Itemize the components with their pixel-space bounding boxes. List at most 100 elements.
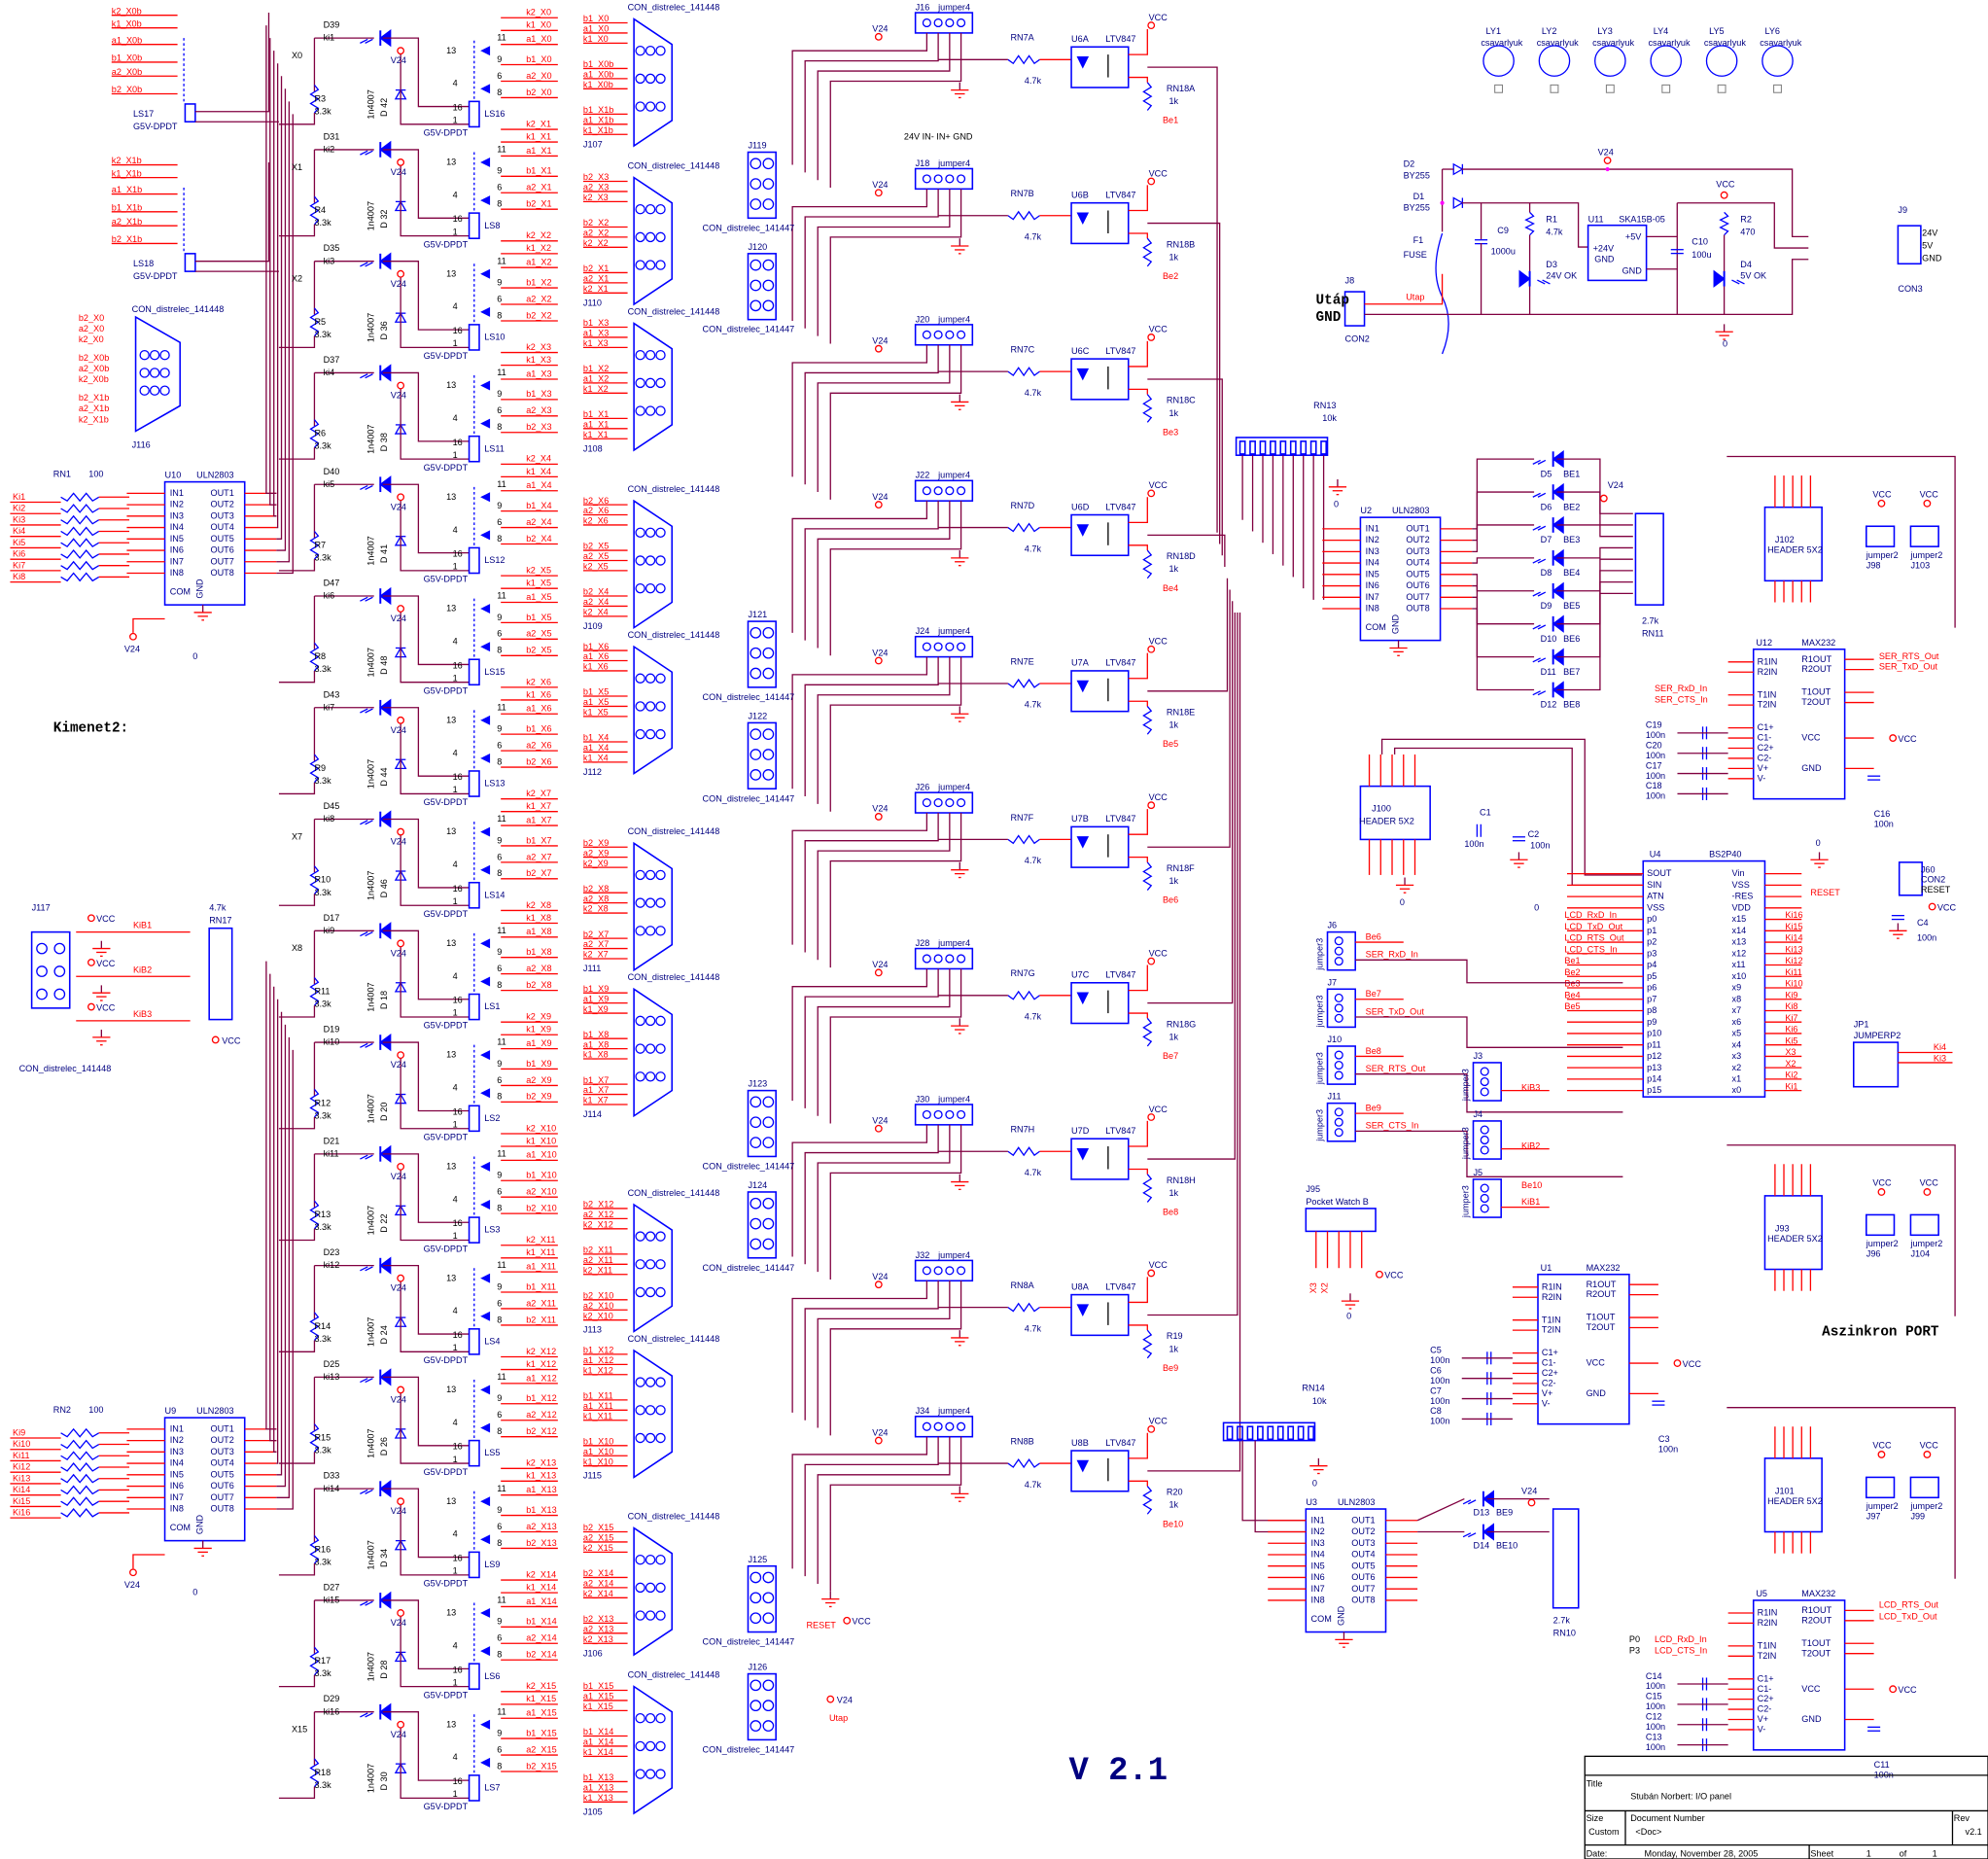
net-label: k1_X0 bbox=[583, 34, 609, 44]
resistor-icon bbox=[1007, 990, 1040, 1000]
uln2803-chip bbox=[163, 1417, 246, 1542]
wire bbox=[817, 344, 951, 493]
header-refdes: J102 bbox=[1775, 535, 1795, 544]
connector-pin bbox=[635, 405, 645, 416]
relay-type: G5V-DPDT bbox=[424, 685, 469, 695]
connector-pin bbox=[645, 349, 656, 361]
pin-number: 8 bbox=[497, 1761, 502, 1771]
led-refdes: D5 bbox=[1541, 469, 1552, 478]
connector-pin bbox=[750, 1571, 762, 1584]
pin-number: 9 bbox=[497, 1059, 502, 1069]
v24-label: V24 bbox=[391, 1394, 406, 1404]
document-number-caption: Document Number bbox=[1630, 1813, 1704, 1823]
relay-coil bbox=[468, 1439, 480, 1467]
net-label: Ki10 bbox=[13, 1439, 30, 1449]
connector-pin bbox=[655, 45, 666, 56]
net-label: k2_X8 bbox=[583, 904, 609, 914]
diode-value: ki15 bbox=[324, 1596, 340, 1605]
connector-pin bbox=[655, 1610, 666, 1621]
diode-part: 1n4007 bbox=[366, 1206, 376, 1235]
wire bbox=[817, 32, 951, 181]
resistor-network-body bbox=[1222, 1421, 1316, 1442]
jumper2-box bbox=[1866, 525, 1896, 547]
connector-pin bbox=[635, 1610, 645, 1621]
jumper-pin bbox=[1334, 1003, 1343, 1013]
net-label: k1_X13 bbox=[526, 1471, 556, 1481]
connector-pin-label: 5V bbox=[1922, 241, 1934, 251]
vcc-label: VCC bbox=[1149, 13, 1168, 22]
connector-type: CON_distrelec_141447 bbox=[703, 1637, 795, 1647]
net-label: b1_X6 bbox=[526, 724, 551, 734]
jumper-refdes: J20 bbox=[916, 314, 930, 324]
relay-refdes: LS16 bbox=[484, 109, 505, 119]
wire bbox=[1128, 388, 1148, 395]
mounting-hole-type: csavarlyuk bbox=[1704, 38, 1746, 48]
pin-name: OUT3 bbox=[210, 1447, 233, 1456]
net-label: Ki4 bbox=[1934, 1042, 1946, 1052]
wire bbox=[265, 961, 277, 1430]
diode-refdes: D 42 bbox=[379, 98, 389, 117]
resistor-network-body bbox=[208, 927, 233, 1021]
wire bbox=[829, 1124, 962, 1280]
document-date: Monday, November 28, 2005 bbox=[1645, 1848, 1759, 1858]
net-label: b1_X3 bbox=[583, 318, 609, 328]
resistor-element bbox=[1249, 440, 1256, 455]
resistor-element bbox=[1238, 440, 1246, 455]
pin-name: IN5 bbox=[170, 1469, 184, 1479]
connector-type: CON_distrelec_141448 bbox=[628, 630, 720, 640]
title-block bbox=[1584, 1755, 1988, 1859]
connector-type: CON_distrelec_141448 bbox=[19, 1064, 112, 1073]
net-label: a1_X0b bbox=[112, 35, 142, 45]
relay-coil bbox=[468, 770, 480, 797]
capacitor-refdes: C5 bbox=[1430, 1346, 1442, 1355]
pin-number: 4 bbox=[453, 525, 458, 535]
net-label: a2_X9 bbox=[526, 1075, 551, 1085]
net-label: KiB2 bbox=[1521, 1141, 1540, 1151]
jumper-pin bbox=[1480, 1135, 1489, 1145]
net-label: k2_X3 bbox=[526, 342, 551, 352]
connector-body bbox=[1305, 1208, 1377, 1233]
connector-pin bbox=[635, 231, 645, 243]
ic-refdes: U5 bbox=[1756, 1589, 1767, 1598]
power-terminal-icon bbox=[874, 501, 883, 509]
wire bbox=[278, 1340, 316, 1352]
resistor-network-refdes: RN7B bbox=[1010, 189, 1033, 198]
net-label: b2_X3 bbox=[583, 172, 609, 182]
net-label: b1_X13 bbox=[526, 1505, 556, 1515]
jumper-pin bbox=[933, 486, 943, 496]
power-terminal-icon bbox=[1889, 734, 1898, 742]
v24-label: V24 bbox=[391, 1506, 406, 1516]
relay-type: G5V-DPDT bbox=[424, 351, 469, 361]
capacitor-refdes: C10 bbox=[1692, 237, 1708, 247]
connector-pin bbox=[645, 377, 656, 389]
capacitor-refdes: C4 bbox=[1917, 918, 1929, 928]
jumper-pin bbox=[1334, 957, 1343, 966]
net-label: Ki3 bbox=[1934, 1054, 1946, 1064]
pin-name: x1 bbox=[1732, 1074, 1742, 1084]
header-refdes: J100 bbox=[1372, 804, 1391, 814]
pin-number: 4 bbox=[453, 1752, 458, 1762]
pin-name: IN8 bbox=[170, 1504, 184, 1514]
diode-refdes: D1 bbox=[1413, 192, 1425, 201]
v24-label: V24 bbox=[872, 180, 888, 190]
led-icon bbox=[1713, 269, 1745, 288]
pin-name: VSS bbox=[1647, 902, 1664, 912]
power-terminal-icon bbox=[874, 1280, 883, 1289]
channel-label: X8 bbox=[292, 943, 302, 953]
title-caption: Title bbox=[1587, 1779, 1603, 1789]
net-label: b2_X15 bbox=[583, 1523, 613, 1532]
wire bbox=[276, 101, 291, 563]
net-label: a2_X6 bbox=[526, 740, 551, 750]
vcc-label: VCC bbox=[1149, 637, 1168, 647]
jumper-pin bbox=[957, 1266, 966, 1276]
relay-refdes: LS7 bbox=[484, 1783, 500, 1793]
v24-label: V24 bbox=[391, 614, 406, 623]
pin-number: 11 bbox=[497, 1372, 506, 1382]
resistor-icon bbox=[309, 1646, 320, 1676]
jumper4-box bbox=[914, 1104, 974, 1126]
optocoupler-chip bbox=[1070, 670, 1130, 713]
net-label: b2_X3 bbox=[526, 422, 551, 432]
pin-number: 9 bbox=[497, 613, 502, 622]
mounting-hole-refdes: LY4 bbox=[1654, 26, 1669, 36]
power-terminal-icon bbox=[1923, 1188, 1932, 1196]
